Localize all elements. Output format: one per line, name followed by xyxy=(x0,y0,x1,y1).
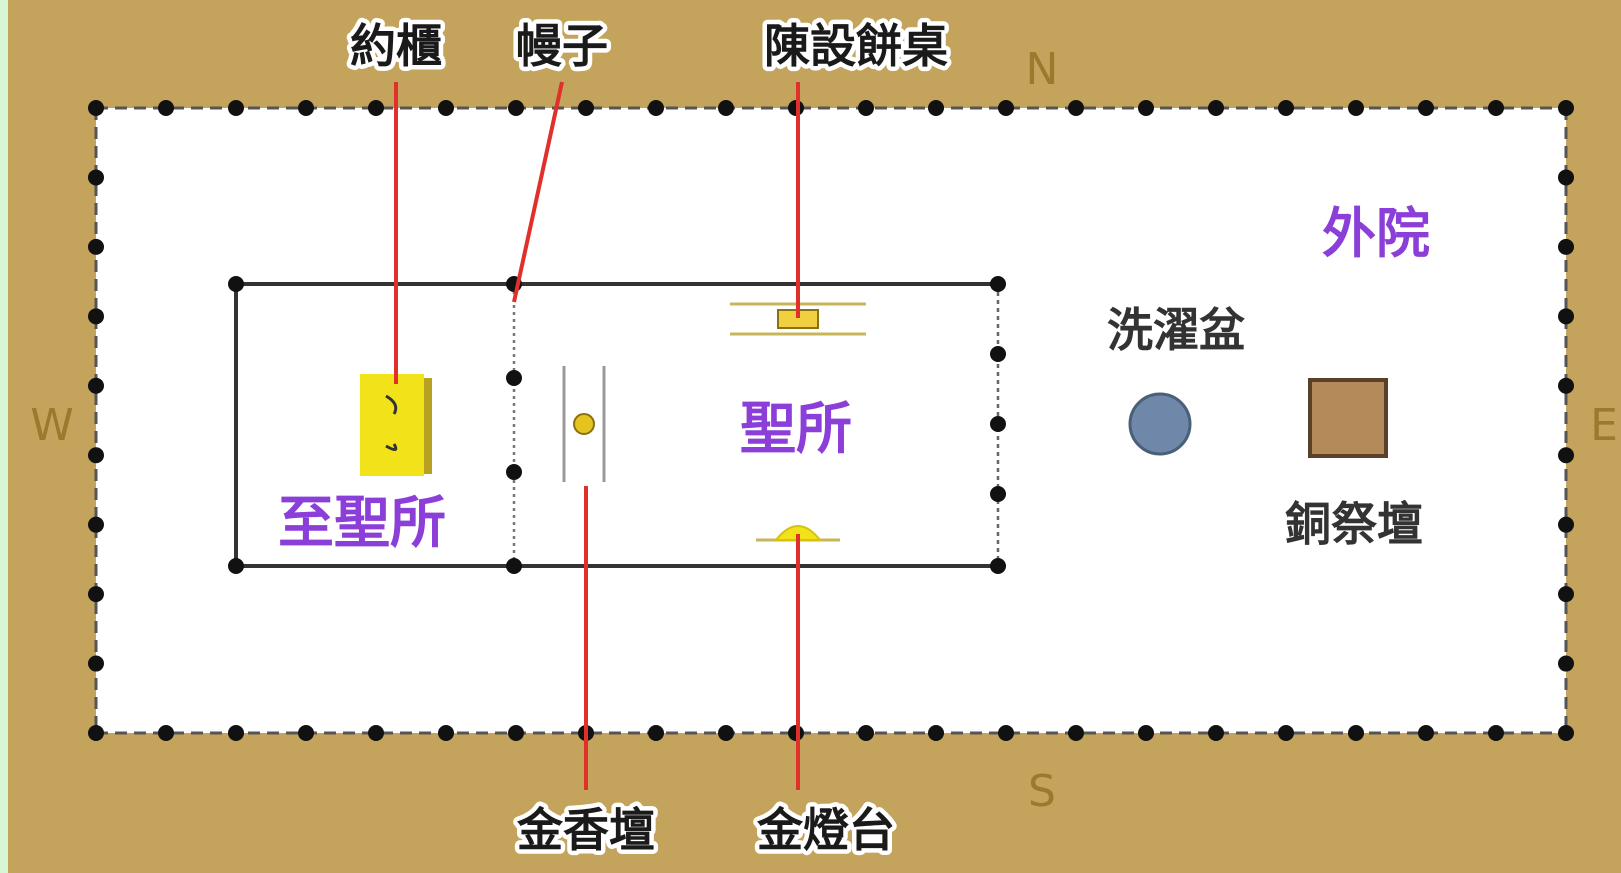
fence-post xyxy=(1558,169,1574,186)
fence-post xyxy=(1558,100,1574,116)
laver-icon xyxy=(1128,392,1192,456)
label-holy-of-holies: 至聖所 xyxy=(278,491,446,556)
incense-altar-icon xyxy=(562,366,606,482)
fence-post xyxy=(88,377,104,394)
tent-posts xyxy=(228,276,1006,574)
direction-east: E xyxy=(1590,400,1618,451)
ark-icon xyxy=(360,374,432,476)
fence-post xyxy=(368,100,384,116)
label-incense-altar: 金香壇 xyxy=(516,803,655,857)
fence-post xyxy=(508,100,524,116)
fence-post xyxy=(1138,100,1154,116)
fence-post xyxy=(1348,100,1364,116)
fence-post xyxy=(858,725,874,741)
fence-post xyxy=(158,725,174,741)
fence-post xyxy=(438,725,454,741)
fence-post xyxy=(928,100,944,116)
fence-post xyxy=(1558,308,1574,325)
fence-post xyxy=(1558,655,1574,672)
fence-post xyxy=(438,100,454,116)
fence-post xyxy=(1488,100,1504,116)
fence-post xyxy=(718,725,734,741)
fence-post xyxy=(228,725,244,741)
fence-post xyxy=(1418,100,1434,116)
fence-post xyxy=(88,447,104,464)
fence-post xyxy=(88,238,104,255)
leader-lines xyxy=(394,81,800,790)
fence-post xyxy=(858,100,874,116)
fence-post xyxy=(158,100,174,116)
label-veil: 幔子 xyxy=(516,19,608,73)
direction-south: S xyxy=(1028,766,1056,817)
fence-post xyxy=(1208,100,1224,116)
fence-post xyxy=(1558,586,1574,603)
fence-post xyxy=(648,725,664,741)
fence-post xyxy=(1488,725,1504,741)
label-ark: 約櫃 xyxy=(350,19,442,73)
fence-post xyxy=(88,655,104,672)
tent-outline xyxy=(234,282,998,568)
fence-post xyxy=(1208,725,1224,741)
fence-post xyxy=(298,100,314,116)
fence-post xyxy=(88,516,104,533)
fence-post xyxy=(928,725,944,741)
outer-court-fence xyxy=(94,106,1568,735)
fence-post xyxy=(1068,725,1084,741)
fence-post xyxy=(228,100,244,116)
fence-post xyxy=(368,725,384,741)
fence-post xyxy=(1558,725,1574,741)
fence-post xyxy=(648,100,664,116)
fence-post xyxy=(298,725,314,741)
fence-post xyxy=(998,725,1014,741)
fence-post xyxy=(88,586,104,603)
fence-post xyxy=(1418,725,1434,741)
fence-post xyxy=(1558,447,1574,464)
bronze-altar-icon xyxy=(1308,378,1388,458)
fence-post xyxy=(1068,100,1084,116)
fence-post xyxy=(1558,238,1574,255)
label-lampstand: 金燈台 xyxy=(756,803,895,857)
fence-post xyxy=(718,100,734,116)
fence-post xyxy=(1278,100,1294,116)
fence-post xyxy=(88,169,104,186)
direction-west: W xyxy=(30,400,74,451)
fence-post xyxy=(1348,725,1364,741)
direction-north: N xyxy=(1026,44,1059,95)
label-showbread-table: 陳設餅桌 xyxy=(764,19,948,73)
label-bronze-altar: 銅祭壇 xyxy=(1285,497,1423,551)
fence-post xyxy=(88,308,104,325)
fence-post xyxy=(88,100,104,116)
fence-post xyxy=(508,725,524,741)
fence-posts xyxy=(88,100,1574,741)
fence-post xyxy=(1558,377,1574,394)
label-holy-place: 聖所 xyxy=(740,397,852,462)
fence-post xyxy=(1558,516,1574,533)
fence-post xyxy=(1278,725,1294,741)
fence-post xyxy=(578,100,594,116)
label-laver: 洗濯盆 xyxy=(1107,303,1245,357)
fence-post xyxy=(1138,725,1154,741)
fence-post xyxy=(88,725,104,741)
label-outer-court: 外院 xyxy=(1322,202,1430,265)
left-edge-strip xyxy=(0,0,8,873)
fence-post xyxy=(998,100,1014,116)
